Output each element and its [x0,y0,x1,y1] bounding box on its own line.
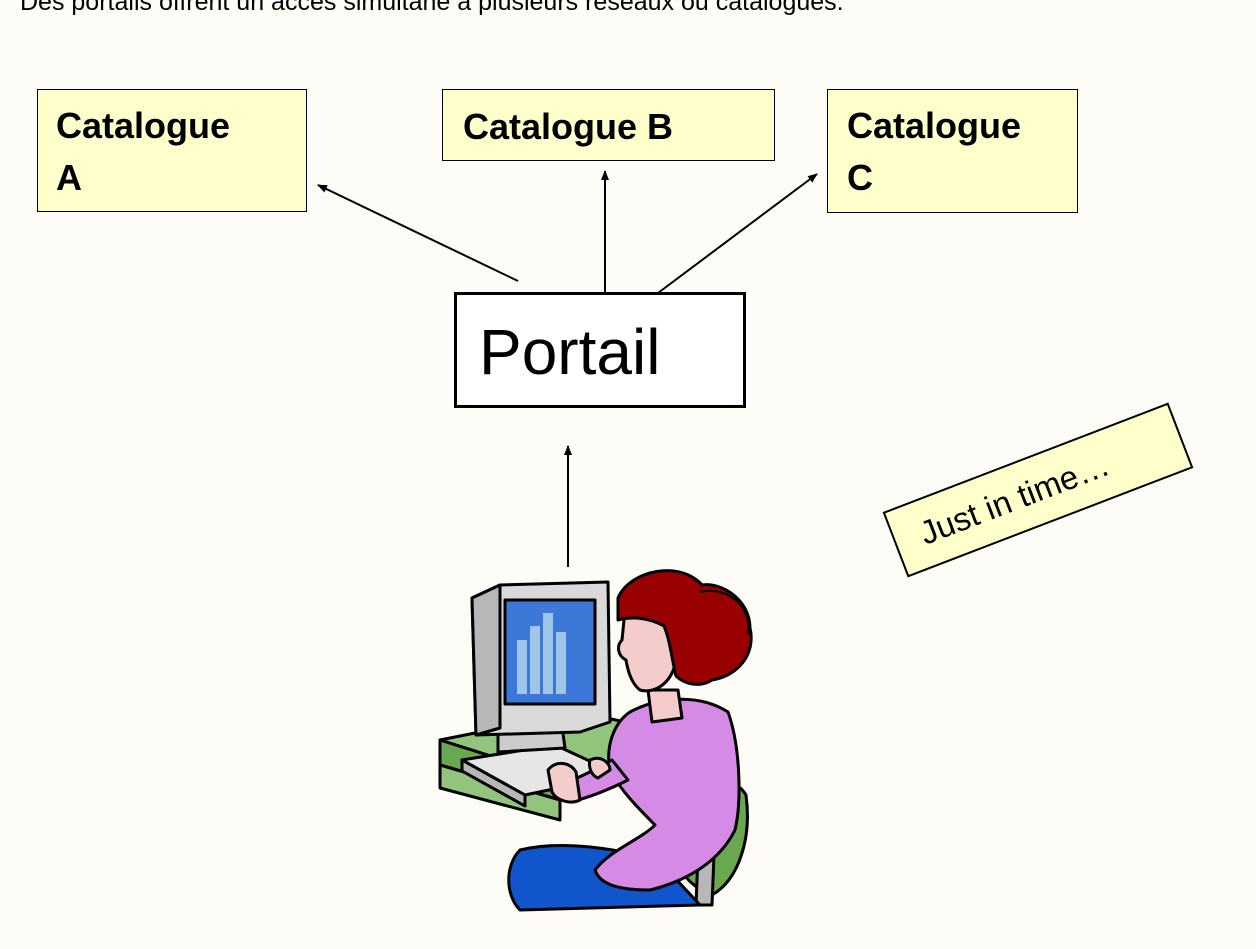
portal-label: Portail [479,316,661,388]
catalogue-c-box: Catalogue C [827,89,1078,213]
slide-caption: Des portails offrent un accès simultané … [20,0,844,16]
catalogue-c-letter: C [847,157,873,198]
catalogue-b-box: Catalogue B [442,89,775,161]
portal-box: Portail [454,292,746,408]
arrow-to-catalogue-c [657,173,818,294]
catalogue-a-box: Catalogue A [37,89,307,212]
arrow-to-catalogue-a [317,184,519,282]
catalogue-b-label: Catalogue B [463,106,674,147]
woman-at-computer-icon [438,569,753,912]
catalogue-c-label: Catalogue [847,105,1022,146]
catalogue-a-letter: A [56,157,82,198]
catalogue-a-label: Catalogue [56,105,231,146]
